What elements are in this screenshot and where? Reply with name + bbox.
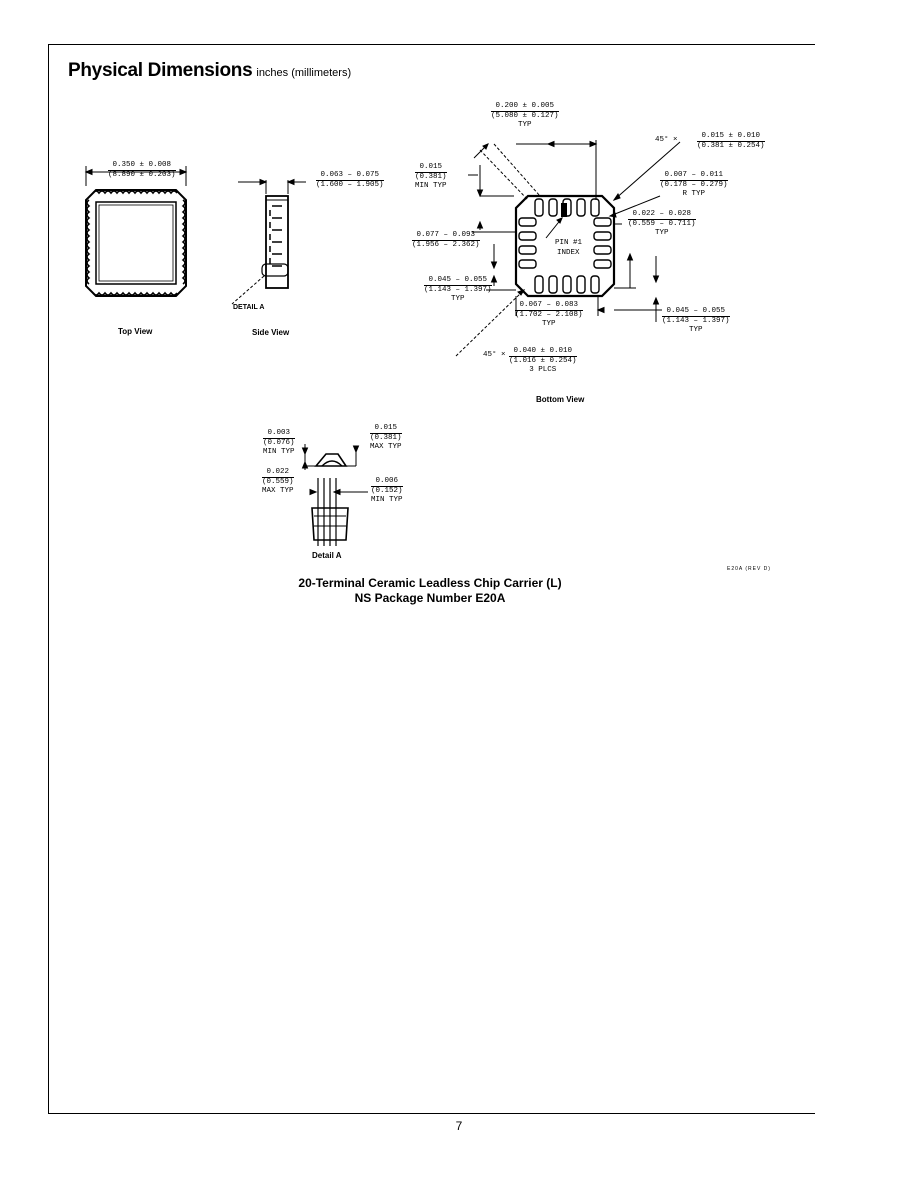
dim-index-chamfer: 45° × 0.040 ± 0.010(1.016 ± 0.254)3 PLCS [483, 347, 577, 374]
dim-top-width: 0.350 ± 0.008(8.890 ± 0.203) [108, 161, 176, 179]
detail-callout: DETAIL A [233, 304, 265, 311]
pin1-label: PIN #1 [555, 239, 583, 247]
dim-pad-to-edge: 0.067 – 0.083(1.702 – 2.108)TYP [515, 301, 583, 328]
detail-a-drawing [301, 444, 368, 546]
side-view-label: Side View [252, 328, 290, 337]
dim-pad-pitch-right: 0.045 – 0.055(1.143 – 1.397)TYP [662, 307, 730, 334]
dim-detail-min-typ: 0.003(0.076)MIN TYP [263, 429, 295, 456]
dim-detail-max-typ: 0.022(0.559)MAX TYP [262, 468, 294, 495]
top-view-drawing [84, 166, 188, 297]
page-number: 7 [455, 1119, 463, 1133]
dim-pad-width: 0.022 – 0.028(0.559 – 0.711)TYP [628, 210, 696, 237]
bottom-view-drawing [455, 140, 681, 357]
top-view-label: Top View [118, 327, 153, 336]
caption-line-2: NS Package Number E20A [354, 591, 506, 605]
page-frame [48, 44, 815, 1114]
pin1-index-label: INDEX [557, 249, 580, 257]
dim-pad-pitch-left: 0.045 – 0.055(1.143 – 1.397)TYP [424, 276, 492, 303]
side-view-drawing [231, 178, 306, 305]
dim-side-thickness: 0.063 – 0.075(1.600 – 1.905) [316, 171, 384, 189]
drawing-code: E20A (REV D) [727, 566, 771, 572]
bottom-view-label: Bottom View [536, 395, 585, 404]
dim-pad-length: 0.077 – 0.093(1.956 – 2.362) [412, 231, 480, 249]
figure-caption: 20-Terminal Ceramic Leadless Chip Carrie… [200, 576, 660, 606]
caption-line-1: 20-Terminal Ceramic Leadless Chip Carrie… [298, 576, 562, 590]
dim-chamfer-min: 0.015(0.381)MIN TYP [415, 163, 447, 190]
dim-pad-radius: 0.007 – 0.011(0.178 – 0.279)R TYP [660, 171, 728, 198]
dim-corner-chamfer: 45° × 0.015 ± 0.010(0.381 ± 0.254) [655, 132, 765, 150]
dim-detail-side-min: 0.006(0.152)MIN TYP [371, 477, 403, 504]
title-text: Physical Dimensions [68, 60, 253, 81]
detail-a-label: Detail A [312, 551, 342, 560]
title-units: inches (millimeters) [256, 67, 352, 79]
dim-pitch: 0.200 ± 0.005(5.080 ± 0.127)TYP [491, 102, 559, 129]
dim-detail-top-max: 0.015(0.381)MAX TYP [370, 424, 402, 451]
